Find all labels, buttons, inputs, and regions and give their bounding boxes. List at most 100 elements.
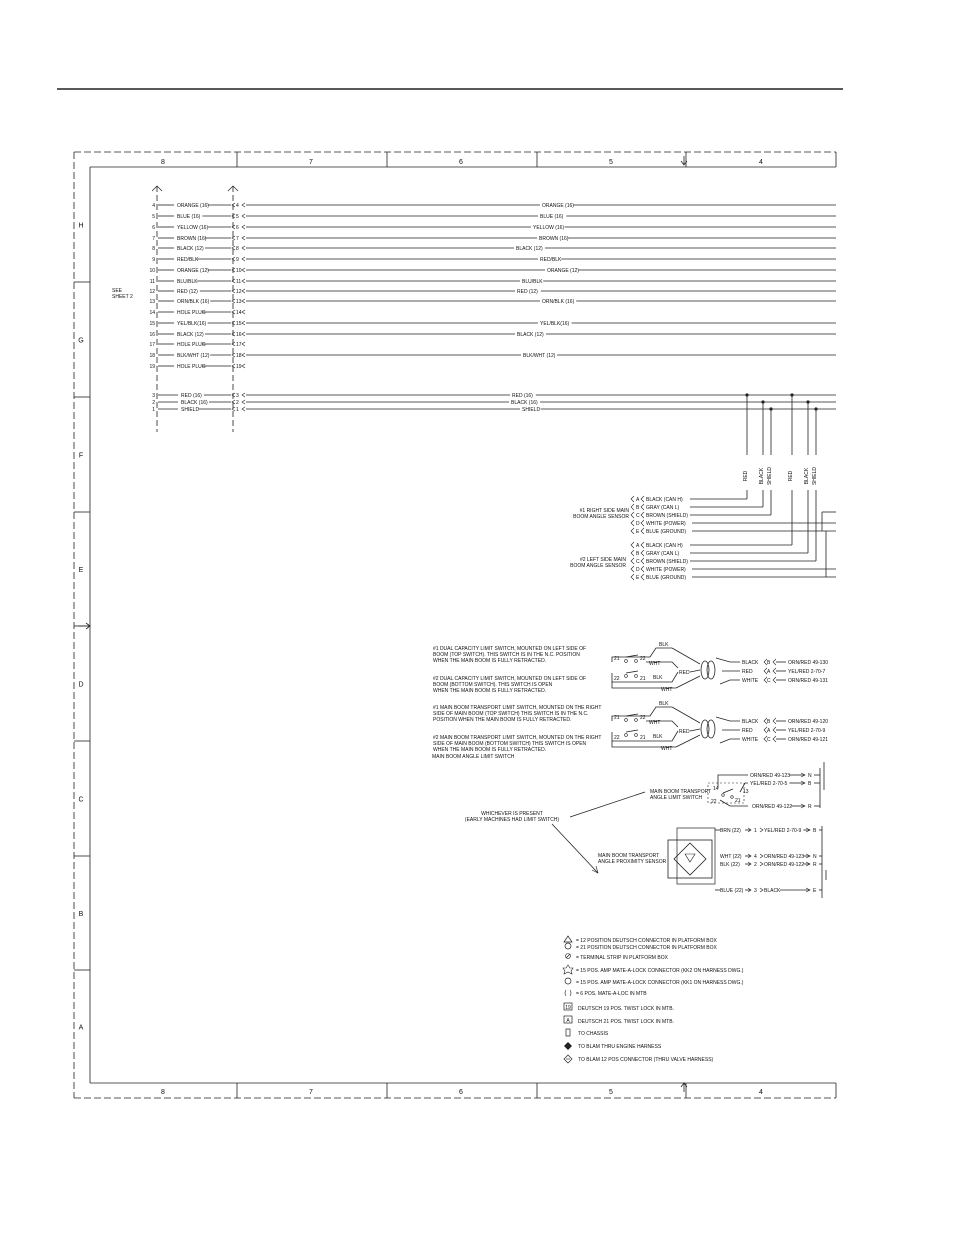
harness-wire-label-right: BLACK (12) — [516, 246, 543, 252]
switch-out-dest: ORN/RED 49-120 — [788, 719, 828, 725]
sensor-pin-chevron — [640, 541, 645, 549]
wire-arrow — [759, 887, 764, 893]
angle-wire-label: ORN/RED 49-122 — [752, 804, 792, 810]
sensor-wire-label: BLACK (CAN H) — [646, 497, 683, 503]
whichever-note: (EARLY MACHINES HAD LIMIT SWITCH) — [465, 817, 560, 823]
switch-pin: 21 — [640, 735, 646, 741]
column-label-bottom: 8 — [161, 1089, 165, 1096]
pin-chevron — [231, 256, 236, 262]
harness-wire-label-right: ORN/BLK (16) — [542, 299, 575, 305]
wire-arrow — [747, 887, 752, 893]
angle-wire-end: B — [808, 781, 812, 787]
sensor-wire-label: BROWN (SHIELD) — [646, 559, 688, 565]
sensor-pin-chevron — [640, 527, 645, 535]
pin-chevron — [241, 352, 246, 358]
switch-out-label: RED — [742, 669, 753, 675]
wire-arrow — [759, 827, 764, 833]
pin-chevron — [241, 288, 246, 294]
legend-chassis-icon — [565, 1028, 571, 1037]
leader-arrow — [591, 865, 599, 874]
switch-out-wire — [715, 716, 740, 722]
angle-wire-label: YEL/RED 2-70-5 — [750, 781, 787, 787]
harness-wire-label: HOLE PLUG — [177, 310, 206, 316]
vertical-wire-label: BLACK — [804, 467, 810, 484]
vertical-wire-label: SHIELD — [767, 467, 773, 485]
harness-wire-label: HOLE PLUG — [177, 342, 206, 348]
pin-chevron — [763, 735, 768, 743]
harness-wire-number: 6 — [152, 225, 155, 231]
switch-wire-label: BLK — [653, 675, 663, 681]
switch-contact — [624, 659, 628, 663]
harness-wire-label-right: YELLOW (16) — [533, 225, 564, 231]
harness-wire-number: 9 — [152, 257, 155, 263]
prox-dest: ORN/RED 49-123 — [764, 854, 804, 860]
harness-wire-label-right: YEL/BLK(16) — [540, 321, 570, 327]
legend-circle-icon — [564, 942, 572, 950]
pin-chevron — [241, 267, 246, 273]
switch-contact — [721, 793, 725, 797]
pin-chevron — [241, 331, 246, 337]
pin-chevron — [772, 676, 777, 684]
pin-chevron — [772, 658, 777, 666]
power-pin-number: 2 — [236, 400, 239, 406]
column-label-top: 5 — [609, 159, 613, 166]
harness-wire-label: ORN/BLK (16) — [177, 299, 210, 305]
harness-wire-label: BLUE (16) — [177, 214, 201, 220]
column-label-bottom: 6 — [459, 1089, 463, 1096]
wire-arrow — [800, 803, 806, 809]
harness-wire-label: BLU/BLK — [177, 279, 198, 285]
harness-pin-number: 6 — [236, 225, 239, 231]
wire-arrow — [805, 887, 811, 893]
harness-wire-label-right: BROWN (16) — [539, 236, 569, 242]
switch-note: SIDE OF MAIN BOOM (BOTTOM SWITCH) THIS S… — [433, 741, 587, 747]
prox-sensor-triangle — [684, 853, 696, 863]
angle-switch-label: ANGLE LIMIT SWITCH — [650, 795, 703, 801]
harness-pin-number: 9 — [236, 257, 239, 263]
switch-wire — [611, 741, 676, 748]
pin-chevron — [241, 341, 246, 347]
switch-note: SIDE OF MAIN BOOM (TOP SWITCH) THIS SWIT… — [433, 711, 588, 717]
harness-wire-label: ORANGE (16) — [177, 203, 209, 209]
connector-cap — [227, 185, 239, 192]
harness-wire-number: 4 — [152, 203, 155, 209]
switch-note: BOOM (BOTTOM SWITCH). THIS SWITCH IS OPE… — [433, 682, 553, 688]
row-label: B — [79, 911, 84, 918]
vertical-wire-label: RED — [788, 470, 794, 481]
prox-pin: 3 — [754, 888, 757, 894]
prox-end: N — [813, 854, 817, 860]
angle-switch-pin: 22 — [711, 799, 717, 805]
switch-wire — [675, 675, 701, 689]
legend-text: TO CHASSIS — [578, 1031, 609, 1037]
sensor-pin-chevron — [630, 549, 635, 557]
prox-dest: BLACK — [764, 888, 781, 894]
switch-pin: 21 — [614, 656, 620, 662]
switch-out-dest: YEL/RED 2-70-9 — [788, 728, 825, 734]
see-sheet-note: SEE — [112, 288, 123, 294]
switch-out-pin: B — [767, 719, 771, 725]
power-wire-label-right: SHIELD — [522, 407, 540, 413]
harness-wire-label: ORANGE (12) — [177, 268, 209, 274]
switch-out-dest: ORN/RED 49-121 — [788, 737, 828, 743]
harness-wire-number: 18 — [149, 353, 155, 359]
switch-contact — [730, 795, 734, 799]
switch-wire-label: BLK — [659, 701, 669, 707]
sensor-pin-letter: B — [636, 551, 640, 557]
legend-text: = 21 POSITION DEUTSCH CONNECTOR IN PLATF… — [576, 945, 717, 951]
angle-wire — [717, 774, 748, 788]
splice-oval — [706, 719, 716, 739]
sensor-pin-chevron — [630, 573, 635, 581]
power-wire-label: RED (16) — [181, 393, 202, 399]
pin-chevron — [763, 717, 768, 725]
pin-chevron — [231, 331, 236, 337]
harness-pin-number: 12 — [236, 289, 242, 295]
harness-pin-number: 5 — [236, 214, 239, 220]
row-label: G — [78, 338, 83, 345]
column-label-top: 6 — [459, 159, 463, 166]
column-label-top: 4 — [759, 159, 763, 166]
prox-pin: 4 — [754, 854, 757, 860]
legend-box-mark: 19 — [565, 1005, 571, 1011]
sensor-pin-letter: E — [636, 575, 640, 581]
legend-text: = 6 POS. MATE-A-LOC IN MTB — [576, 991, 647, 997]
pin-chevron — [231, 406, 236, 412]
